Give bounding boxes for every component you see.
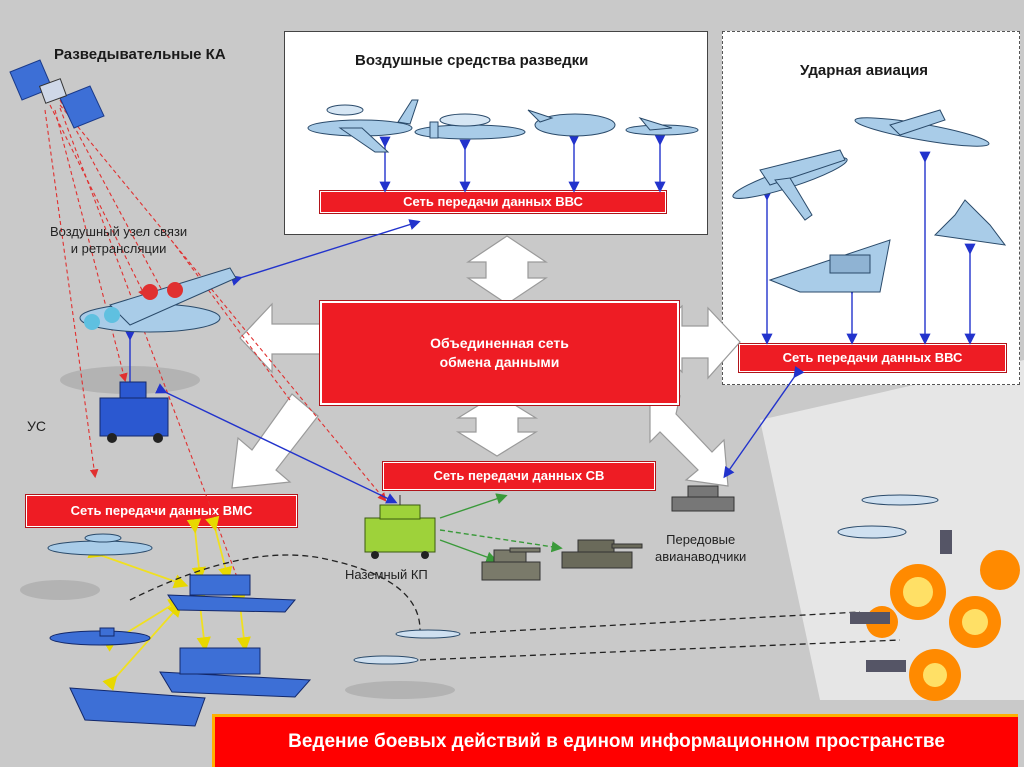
fighter-icon [854, 109, 990, 147]
network-vvs-top: Сеть передачи данных ВВС [320, 191, 666, 213]
unified-network-center: Объединенная сеть обмена данными [320, 301, 679, 405]
cp-link-green [439, 493, 508, 519]
strike-aviation-title: Ударная авиация [800, 62, 929, 79]
enemy-tank-icon [850, 530, 952, 672]
bomber-icon [732, 149, 848, 221]
cruise-missile-icon [353, 629, 461, 665]
stealth-icon [768, 239, 891, 293]
fwd-controller-vehicle-icon [671, 485, 735, 512]
relay-label-line2: и ретрансляции [70, 241, 167, 256]
fwd-link [723, 365, 805, 479]
warship-icon [159, 647, 312, 698]
tank-icon [481, 547, 541, 581]
sat-link [59, 99, 167, 298]
drone-icon [837, 494, 939, 539]
naval-link [205, 515, 233, 582]
uav-small-icon [625, 117, 699, 136]
naval-link [191, 593, 211, 652]
unified-network-line2: обмена данными [439, 354, 560, 370]
double-arrow-down [455, 393, 539, 457]
shadow [345, 681, 455, 699]
diagonal-arrow-fwd [649, 395, 729, 487]
naval-link [231, 593, 251, 652]
naval-link [87, 544, 189, 589]
relay-label-line1: Воздушный узел связи [50, 224, 188, 239]
uav-icon [527, 109, 616, 137]
cp-link-green [439, 529, 563, 553]
network-vvs-right: Сеть передачи данных ВВС [739, 344, 1006, 372]
naval-link [102, 602, 183, 691]
cp-link-green [439, 539, 498, 563]
air-recon-title: Воздушные средства разведки [355, 52, 589, 69]
submarine-icon [49, 627, 151, 646]
sat-link [49, 104, 147, 298]
recon-aircraft-icon [414, 113, 526, 140]
sat-link [54, 109, 128, 383]
fwd-controllers-line2: авианаводчики [655, 549, 747, 564]
network-sv: Сеть передачи данных СВ [383, 462, 655, 490]
relay-aircraft-icon [79, 267, 237, 333]
us-to-cp-link [155, 383, 398, 504]
tank-icon [561, 539, 643, 569]
warship-icon [167, 574, 297, 613]
unified-network-line1: Объединенная сеть [430, 335, 569, 351]
missile-path [419, 639, 901, 661]
us-label: УС [27, 418, 47, 434]
naval-link [186, 518, 207, 582]
comm-vehicle-icon [99, 381, 169, 443]
missile-path [129, 554, 421, 631]
fwd-controllers-label: Передовые авианаводчики [655, 531, 746, 565]
shadow [20, 580, 100, 600]
footer-banner: Ведение боевых действий в едином информа… [212, 714, 1018, 767]
sat-link [59, 107, 242, 588]
carrier-icon [69, 687, 206, 727]
ground-cp-label: Наземный КП [345, 567, 428, 582]
command-post-icon [364, 495, 436, 559]
satellite-icon [9, 59, 105, 129]
relay-to-air-link [230, 219, 421, 286]
missile-path [469, 611, 861, 634]
naval-aircraft-icon [47, 533, 153, 556]
sat-link [59, 104, 387, 502]
explosion-icon [866, 550, 1020, 701]
relay-label: Воздушный узел связи и ретрансляции [50, 223, 187, 257]
sat-link [44, 109, 99, 479]
jet-icon [933, 199, 1007, 246]
awacs-icon [307, 99, 419, 153]
recon-satellites-title: Разведывательные КА [54, 46, 226, 63]
fwd-controllers-line1: Передовые [666, 532, 736, 547]
